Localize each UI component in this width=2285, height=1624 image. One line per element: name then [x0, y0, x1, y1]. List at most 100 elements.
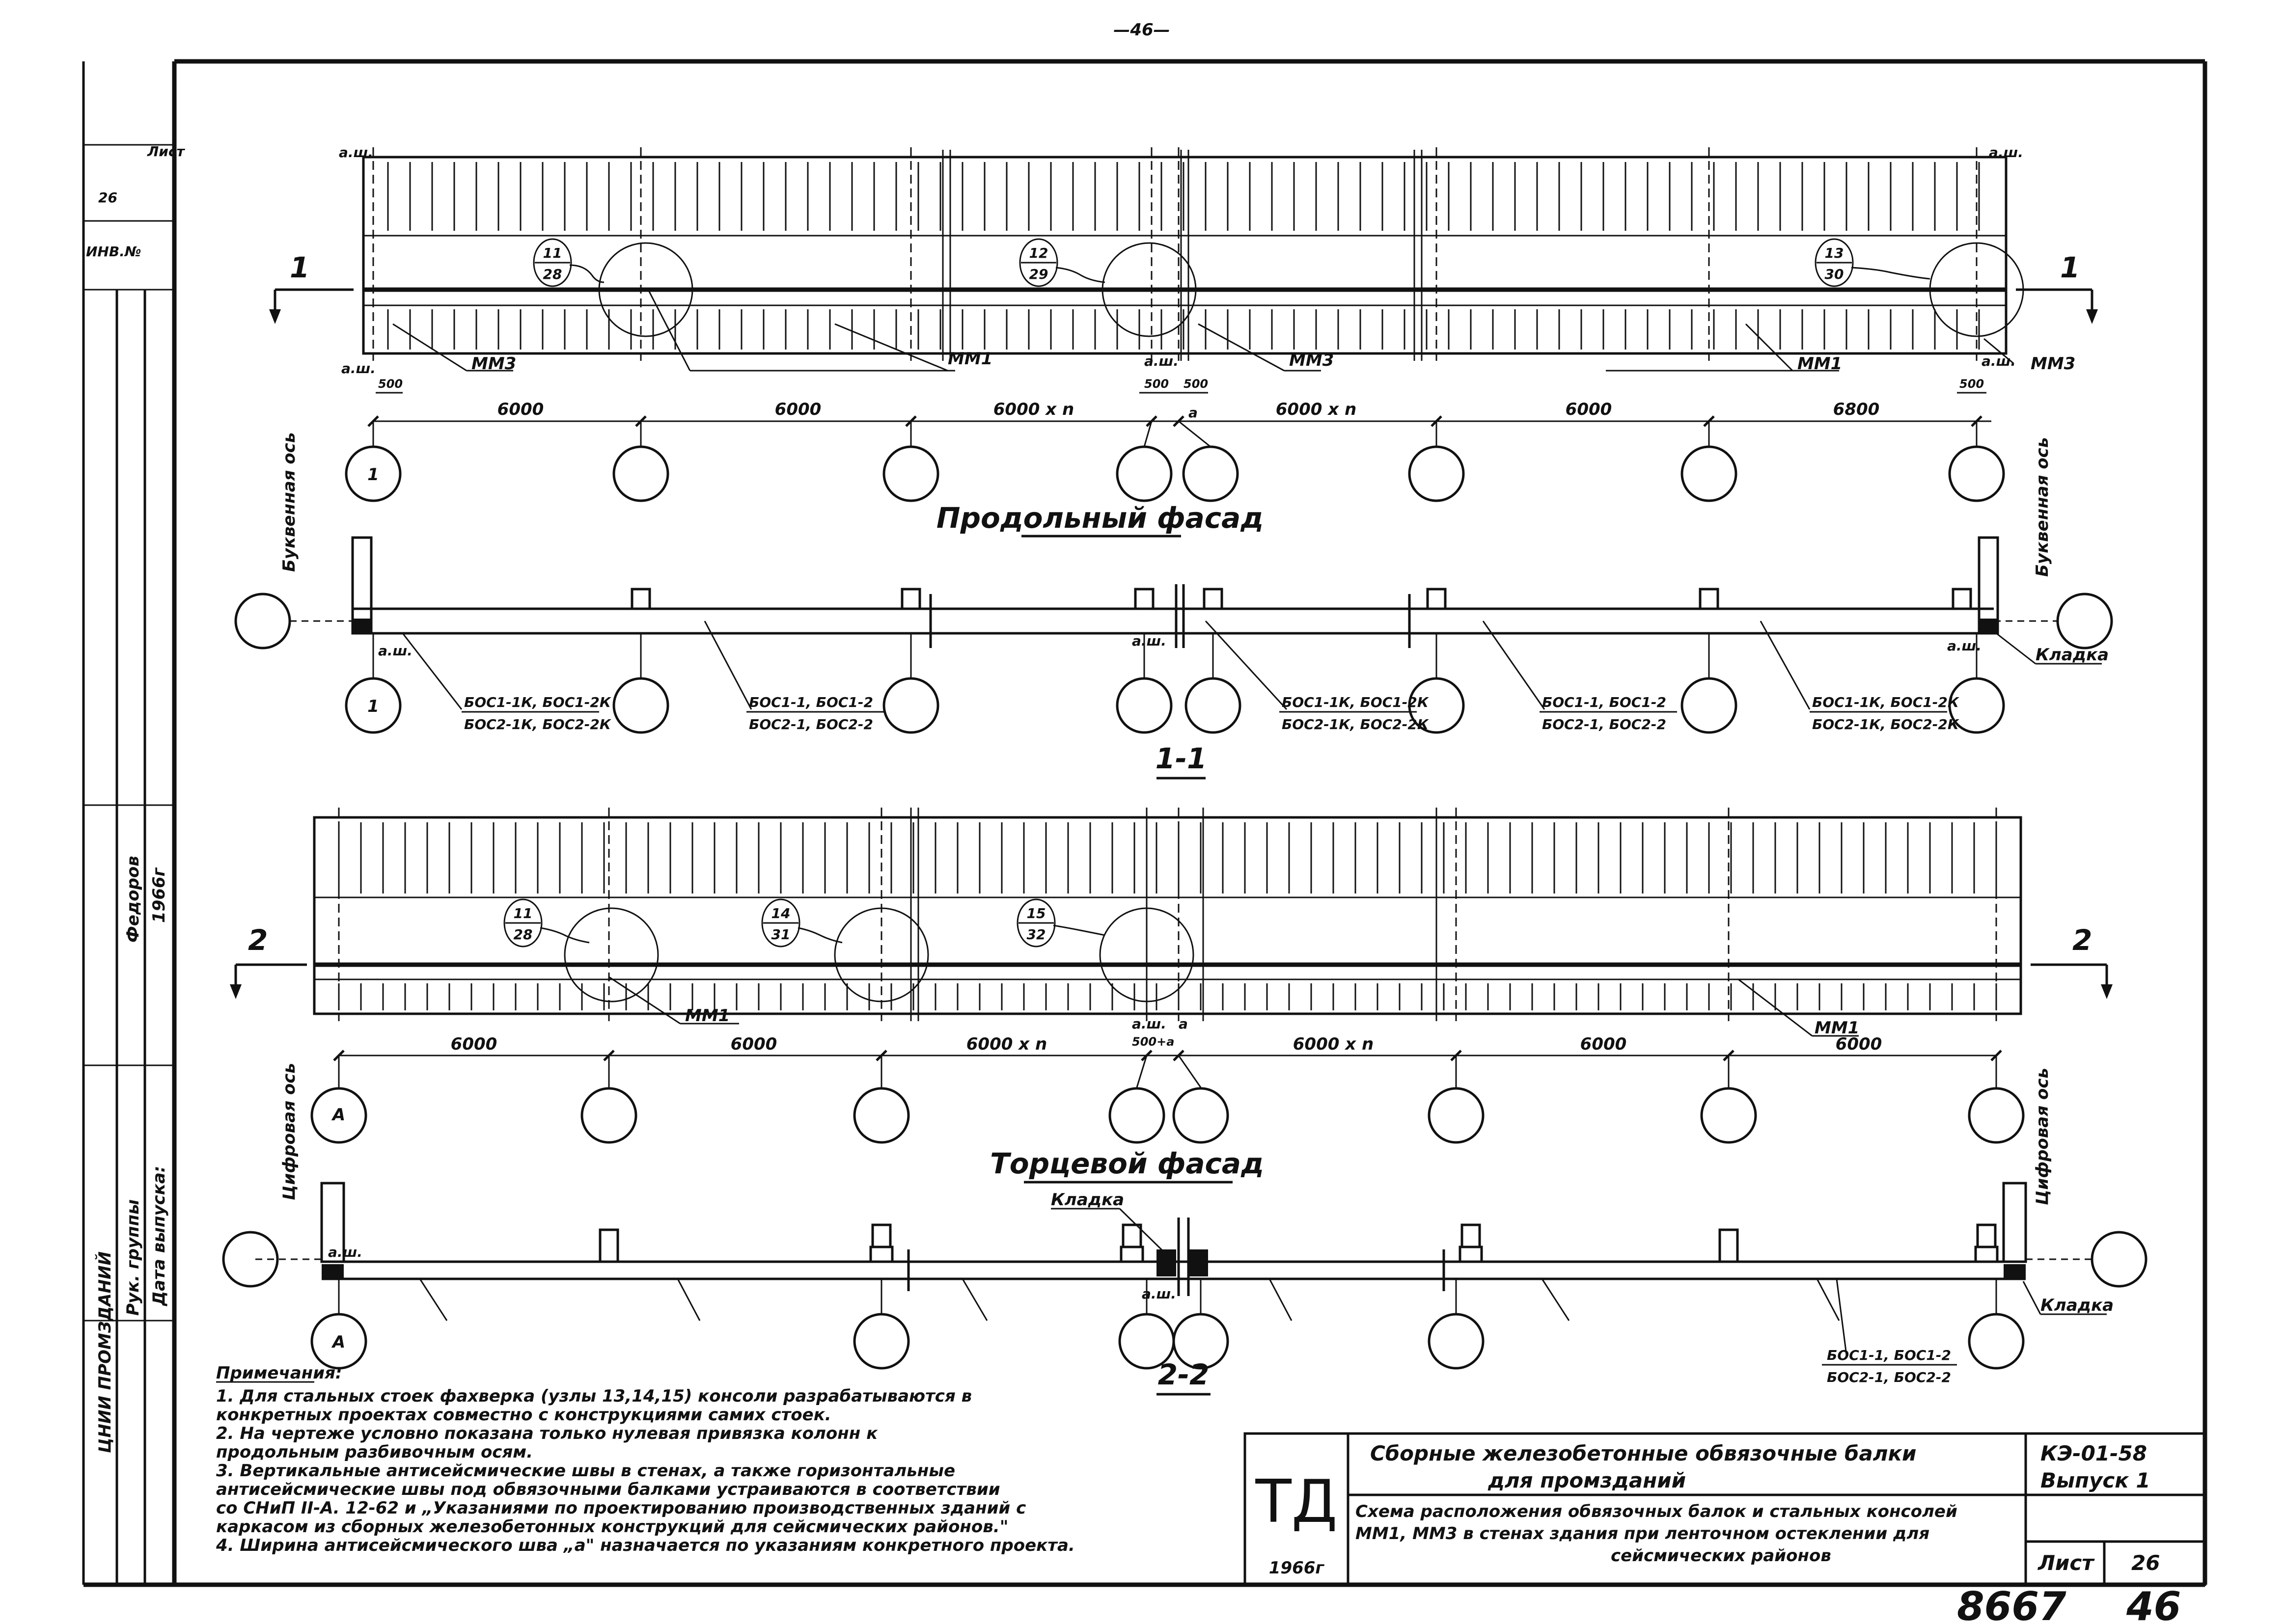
sheet-frame — [82, 59, 2207, 1587]
callout-11-sheet: 28 — [543, 266, 562, 282]
axis-bubble — [853, 1087, 910, 1144]
console-base — [1974, 1245, 1999, 1263]
console-mm1-b2: ММ1 — [1815, 1018, 1859, 1038]
offset-500-right: 500 — [1959, 377, 1984, 391]
axis-bubble — [345, 677, 402, 734]
archive-number: 8667 — [1957, 1584, 2066, 1624]
span-1: 6000 — [497, 400, 544, 419]
s1-axis-bubble-1-label: 1 — [367, 697, 379, 716]
notes-title: Примечания: — [216, 1363, 342, 1383]
axis-bubble-1-label: 1 — [367, 465, 379, 485]
console-post — [1460, 1223, 1481, 1248]
beam-label-bottom: БОС2-1К, БОС2-2К — [1282, 716, 1430, 732]
side-axis-bubble — [2056, 593, 2113, 650]
console-post — [1976, 1223, 1997, 1248]
axis-leader — [1136, 1055, 1148, 1088]
gap-mark-a: а — [1188, 405, 1198, 421]
beam-label-top: БОС1-1К, БОС1-2К — [1282, 694, 1430, 710]
s2-masonry-right: Кладка — [2040, 1296, 2114, 1315]
callout-13-number: 13 — [1825, 245, 1844, 261]
callout-11b-sheet: 28 — [514, 926, 533, 943]
title-line-1: Сборные железобетонные обвязочные балки — [1370, 1441, 1916, 1465]
archive-page: 46 — [2126, 1584, 2181, 1624]
section-mark-2-right: 2 — [2072, 923, 2092, 957]
beam-label-top: БОС1-1К, БОС1-2К — [1812, 694, 1960, 710]
axis-bubble — [1700, 1087, 1757, 1144]
axis-mark-bottom-right: а.ш. — [1982, 353, 2016, 369]
title-block-year: 1966г — [1269, 1558, 1325, 1578]
note-line: со СНиП II-А. 12-62 и „Указаниями по про… — [216, 1498, 1026, 1518]
offset-500-left: 500 — [378, 377, 403, 391]
callout-14-sheet: 31 — [771, 926, 791, 943]
axis-bubble — [882, 445, 939, 502]
v2-gap-mark: а — [1179, 1016, 1188, 1032]
callout-11-number: 11 — [543, 245, 562, 261]
note-line: 4. Ширина антисейсмического шва „а" назн… — [216, 1536, 1075, 1555]
desc-line-2: ММ1, ММ3 в стенах здания при ленточном о… — [1355, 1524, 1929, 1543]
console-mm3-3: ММ3 — [2031, 354, 2075, 374]
beam-label-bottom: БОС2-1К, БОС2-2К — [464, 716, 612, 732]
axis-bubble — [310, 1313, 367, 1370]
beam-label-top: БОС1-1, БОС1-2 — [1542, 694, 1666, 710]
console-post — [631, 588, 651, 610]
axis-mark-top-left: а.ш. — [339, 144, 373, 161]
console-post — [1718, 1228, 1739, 1263]
console-post — [1699, 588, 1719, 610]
axis-bubble — [310, 1087, 367, 1144]
margin-inventory-label: ИНВ.№ — [86, 244, 141, 260]
note-line: 2. На чертеже условно показана только ну… — [216, 1424, 878, 1443]
notes-block: Примечания: 1. Для стальных стоек фахвер… — [216, 1363, 1075, 1555]
console-post — [1203, 588, 1223, 610]
console-mm3-2: ММ3 — [1289, 351, 1334, 370]
note-line: 1. Для стальных стоек фахверка (узлы 13,… — [216, 1386, 972, 1406]
console-post — [1134, 588, 1155, 610]
axis-bubble — [1182, 445, 1239, 502]
margin-org: ЦНИИ ПРОМЗДАНИЙ — [95, 1251, 115, 1453]
console-post — [1426, 588, 1447, 610]
callout-12-sheet: 29 — [1029, 266, 1048, 282]
axis-leader — [1143, 421, 1153, 447]
span-3: 6000 x n — [993, 400, 1074, 419]
beam-label-bottom: БОС2-1, БОС2-2 — [749, 716, 873, 732]
v2-span-6: 6000 — [1836, 1034, 1882, 1054]
s1-mark-right: а.ш. — [1947, 638, 1982, 654]
axis-bubble — [1428, 1313, 1485, 1370]
axis-bubble — [1948, 445, 2005, 502]
v2-span-2: 6000 — [731, 1034, 777, 1054]
axis-bubble — [1948, 677, 2005, 734]
axis-label-digit-left: Цифровая ось — [279, 1063, 299, 1200]
offset-500-mid1: 500 — [1144, 377, 1169, 391]
s2-mark-mid: а.ш. — [1142, 1286, 1176, 1302]
longitudinal-facade-title: Продольный фасад — [936, 501, 1264, 535]
console-mm1-1: ММ1 — [948, 349, 992, 369]
console-base — [1459, 1245, 1483, 1263]
v2-span-3: 6000 x n — [966, 1034, 1047, 1054]
axis-bubble — [1184, 677, 1241, 734]
s1-mark-left: а.ш. — [378, 643, 413, 659]
s2-mark-left: а.ш. — [328, 1244, 362, 1260]
callout-11b-number: 11 — [514, 905, 533, 921]
span-2: 6000 — [775, 400, 822, 419]
title-block-logo: ТД — [1255, 1468, 1337, 1536]
section-mark-1-left: 1 — [290, 251, 309, 284]
section-2-2-title: 2-2 — [1158, 1358, 1210, 1391]
section-2-2: Цифровая ось Цифровая ось Кладка Кладка … — [222, 1063, 2147, 1396]
axis-bubble — [612, 445, 669, 502]
console-post — [1952, 588, 1972, 610]
page-number: —46— — [1113, 20, 1170, 40]
span-4: 6000 x n — [1276, 400, 1356, 419]
beam-label-top: БОС1-1К, БОС1-2К — [464, 694, 612, 710]
offset-500-mid2: 500 — [1184, 377, 1208, 391]
note-line: конкретных проектах совместно с конструк… — [216, 1405, 831, 1425]
axis-bubble — [1172, 1087, 1229, 1144]
span-6: 6800 — [1833, 400, 1880, 419]
s2-axis-bubble-a-label: А — [331, 1332, 345, 1352]
s2-beam-bottom: БОС2-1, БОС2-2 — [1827, 1369, 1951, 1385]
v2-axis-bubble-a-label: А — [331, 1105, 345, 1125]
sheet-label: Лист — [2037, 1551, 2095, 1575]
callout-15-sheet: 32 — [1027, 926, 1046, 943]
s1-mark-mid: а.ш. — [1132, 633, 1166, 649]
section-1-1: Буквенная ось Буквенная ось а.ш. а.ш. а.… — [234, 433, 2113, 780]
